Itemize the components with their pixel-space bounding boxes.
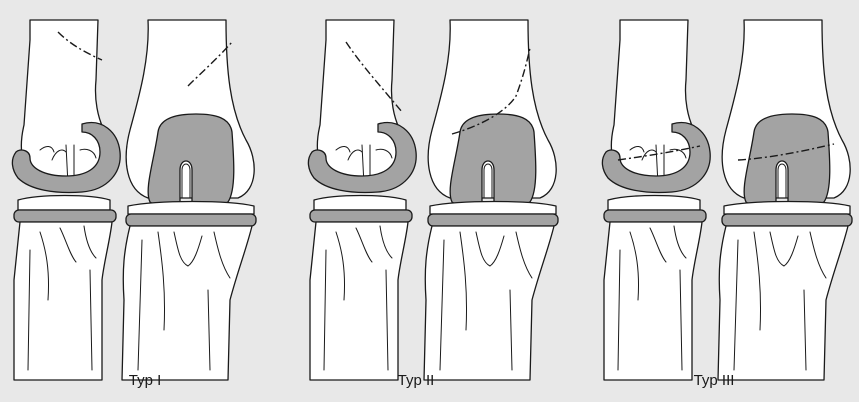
typ-iii-lateral-knee bbox=[602, 20, 710, 380]
typ-ii-frontal-knee bbox=[424, 20, 558, 380]
typ-ii-lateral-knee bbox=[308, 20, 416, 380]
typ-i-label: Typ I bbox=[85, 372, 205, 389]
typ-iii-label: Typ III bbox=[654, 372, 774, 389]
typ-ii-label: Typ II bbox=[356, 372, 476, 389]
typ-ii-panel bbox=[308, 20, 558, 380]
typ-i-panel bbox=[12, 20, 256, 380]
typ-iii-frontal-knee bbox=[718, 20, 852, 380]
typ-i-lateral-knee bbox=[12, 20, 120, 380]
typ-iii-panel bbox=[602, 20, 852, 380]
typ-i-frontal-knee bbox=[122, 20, 256, 380]
